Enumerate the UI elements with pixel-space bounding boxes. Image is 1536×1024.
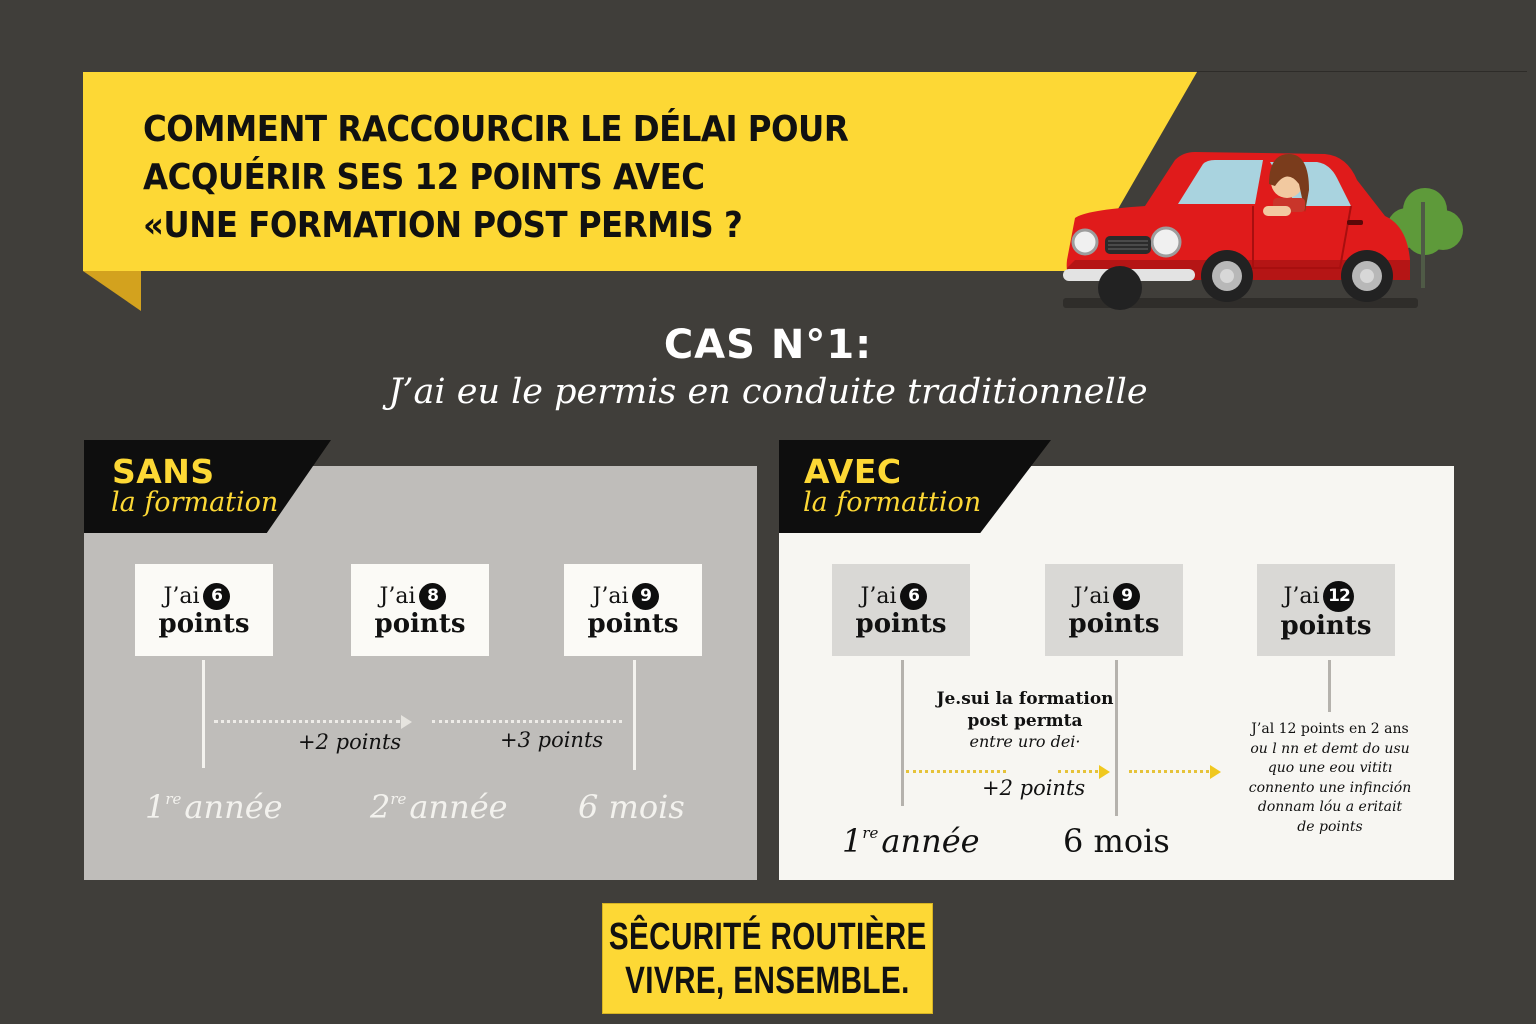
card-prefix: J’ai bbox=[379, 583, 416, 609]
points-badge: 9 bbox=[632, 582, 660, 610]
card-prefix: J’ai bbox=[163, 583, 200, 609]
result-line: donnam lóu a eritait bbox=[1257, 799, 1403, 815]
title-line-1: COMMENT RACCOURCIR LE DÉLAI POUR bbox=[143, 109, 849, 150]
banner-fold bbox=[83, 271, 141, 311]
result-line: ou l nn et demt do usu bbox=[1250, 740, 1410, 757]
formation-note-line-3: entre uro dei· bbox=[969, 732, 1081, 751]
title-banner bbox=[83, 72, 1197, 271]
divider bbox=[1197, 71, 1527, 72]
period-label: 6 mois bbox=[578, 788, 685, 826]
tag-sans-title: SANS bbox=[112, 452, 215, 491]
formation-note-line-1: Je.sui la formation bbox=[936, 689, 1114, 709]
tag-avec-title: AVEC bbox=[804, 452, 902, 491]
dotted-arrow bbox=[214, 720, 400, 723]
card-suffix: points bbox=[855, 608, 947, 639]
footer-line-2: VIVRE, ENSEMBLE. bbox=[625, 959, 910, 1002]
points-badge: 6 bbox=[203, 582, 231, 610]
points-badge: 12 bbox=[1323, 580, 1355, 612]
timeline-line bbox=[901, 660, 904, 806]
page-title: COMMENT RACCOURCIR LE DÉLAI POUR ACQUÉRI… bbox=[143, 106, 1063, 250]
gain-label: +2 points bbox=[298, 730, 402, 754]
dotted-arrow bbox=[1058, 770, 1098, 773]
card-prefix: J’ai bbox=[860, 583, 897, 609]
footer-logo: SÊCURITÉ ROUTIÈRE VIVRE, ENSEMBLE. bbox=[602, 903, 933, 1014]
result-line: J’al 12 points en 2 ans bbox=[1251, 721, 1409, 737]
case-subtitle: J’ai eu le permis en conduite traditionn… bbox=[388, 372, 1148, 412]
tree-icon bbox=[1387, 188, 1463, 288]
result-line: quo une eou vititı bbox=[1267, 760, 1393, 776]
card-suffix: points bbox=[1068, 608, 1160, 639]
card-suffix: points bbox=[1280, 610, 1372, 641]
case-title: CAS N°1: bbox=[663, 322, 873, 368]
points-badge: 6 bbox=[900, 582, 928, 610]
result-note: J’al 12 points en 2 ans ou l nn et demt … bbox=[1230, 720, 1430, 837]
dotted-arrow bbox=[1129, 770, 1209, 773]
title-line-2: ACQUÉRIR SES 12 POINTS AVEC bbox=[143, 157, 705, 198]
tag-sans-subtitle: la formation bbox=[111, 487, 279, 518]
gain-label: +3 points bbox=[500, 728, 604, 752]
period-label: 2reannée bbox=[370, 788, 508, 826]
arrow-right-icon bbox=[1099, 765, 1110, 779]
timeline-line bbox=[1328, 660, 1331, 712]
dotted-line bbox=[432, 720, 622, 723]
dotted-line bbox=[906, 770, 1006, 773]
formation-note-line-2: post permta bbox=[967, 711, 1083, 731]
points-badge: 9 bbox=[1113, 582, 1141, 610]
card-suffix: points bbox=[158, 608, 250, 639]
panel-sans-formation bbox=[84, 466, 757, 880]
footer-line-1: SÊCURITÉ ROUTIÈRE bbox=[608, 915, 927, 958]
title-line-3: «UNE FORMATION POST PERMIS ? bbox=[143, 205, 743, 246]
car-with-driver-icon bbox=[1063, 152, 1463, 310]
card-suffix: points bbox=[374, 608, 466, 639]
points-badge: 8 bbox=[419, 582, 447, 610]
arrow-right-icon bbox=[1210, 765, 1221, 779]
gain-label: +2 points bbox=[982, 776, 1086, 800]
card-suffix: points bbox=[587, 608, 679, 639]
arrow-right-icon bbox=[401, 715, 412, 729]
formation-note: Je.sui la formation post permta entre ur… bbox=[925, 688, 1125, 752]
period-label: 6 mois bbox=[1063, 822, 1170, 860]
card-prefix: J’ai bbox=[1283, 583, 1320, 609]
result-line: de points bbox=[1297, 818, 1363, 835]
period-label: 1reannée bbox=[842, 822, 980, 860]
period-label: 1reannée bbox=[145, 788, 283, 826]
card-prefix: J’ai bbox=[1073, 583, 1110, 609]
timeline-line bbox=[633, 660, 636, 770]
tag-avec-subtitle: la formattion bbox=[803, 487, 982, 518]
result-line: connento une infinción bbox=[1248, 779, 1412, 796]
timeline-line bbox=[202, 660, 205, 768]
card-prefix: J’ai bbox=[592, 583, 629, 609]
timeline-line bbox=[1115, 660, 1118, 816]
